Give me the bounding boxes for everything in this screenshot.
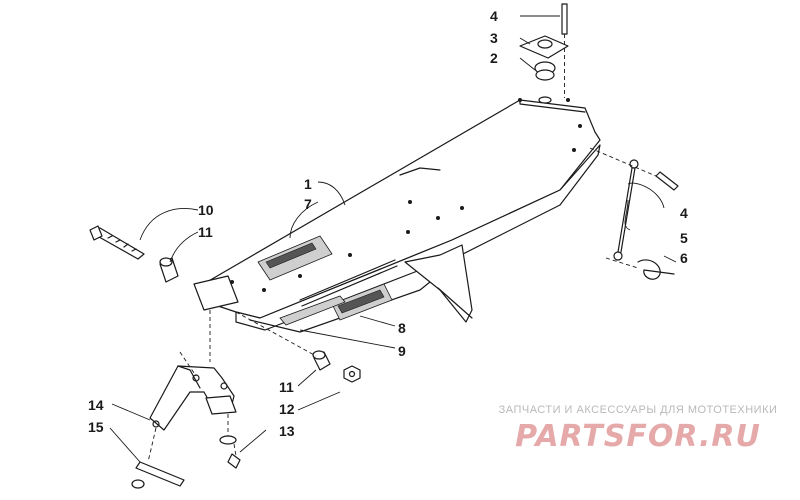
spacer-upper (159, 257, 179, 283)
callout-3: 3 (490, 30, 498, 46)
callout-10: 10 (198, 202, 214, 218)
callout-15: 15 (88, 419, 104, 435)
foot-pad (131, 461, 185, 489)
callout-6: 6 (680, 250, 688, 266)
mounting-plate (519, 35, 569, 59)
cable (613, 159, 639, 261)
washer-screw (219, 435, 241, 469)
nut (343, 365, 361, 383)
grommet (534, 61, 556, 104)
callout-1: 1 (304, 176, 312, 192)
callout-5: 5 (680, 230, 688, 246)
watermark-caption: ЗАПЧАСТИ И АКСЕССУАРЫ ДЛЯ МОТОТЕХНИКИ (498, 404, 778, 416)
callout-11-upper: 11 (198, 224, 213, 240)
callout-labels: 4 3 2 1 7 10 11 4 5 6 8 9 11 12 13 14 15 (88, 8, 688, 439)
leader-lines (109, 15, 677, 463)
callout-7: 7 (304, 196, 312, 212)
callout-2: 2 (490, 50, 498, 66)
decal-top (257, 235, 333, 281)
callout-8: 8 (398, 320, 406, 336)
callout-4-lower: 4 (680, 205, 688, 221)
decal-front (331, 283, 393, 321)
pin-lower (589, 147, 679, 191)
callout-13: 13 (279, 423, 295, 439)
callout-12: 12 (279, 401, 295, 417)
assembly-lines (147, 310, 317, 463)
callout-11-lower: 11 (279, 379, 294, 395)
spacer-lower (312, 350, 331, 371)
chassis-panel (193, 98, 601, 333)
hitch-pin-clip (605, 257, 675, 280)
callout-14: 14 (88, 397, 104, 413)
bolt-long (89, 225, 145, 260)
support-bracket (149, 365, 237, 431)
decal-lower (279, 295, 346, 326)
pin-upper (561, 3, 568, 98)
callout-9: 9 (398, 343, 406, 359)
watermark-logo: PARTSFOR.RU (515, 419, 761, 454)
callout-4-upper: 4 (490, 8, 498, 24)
